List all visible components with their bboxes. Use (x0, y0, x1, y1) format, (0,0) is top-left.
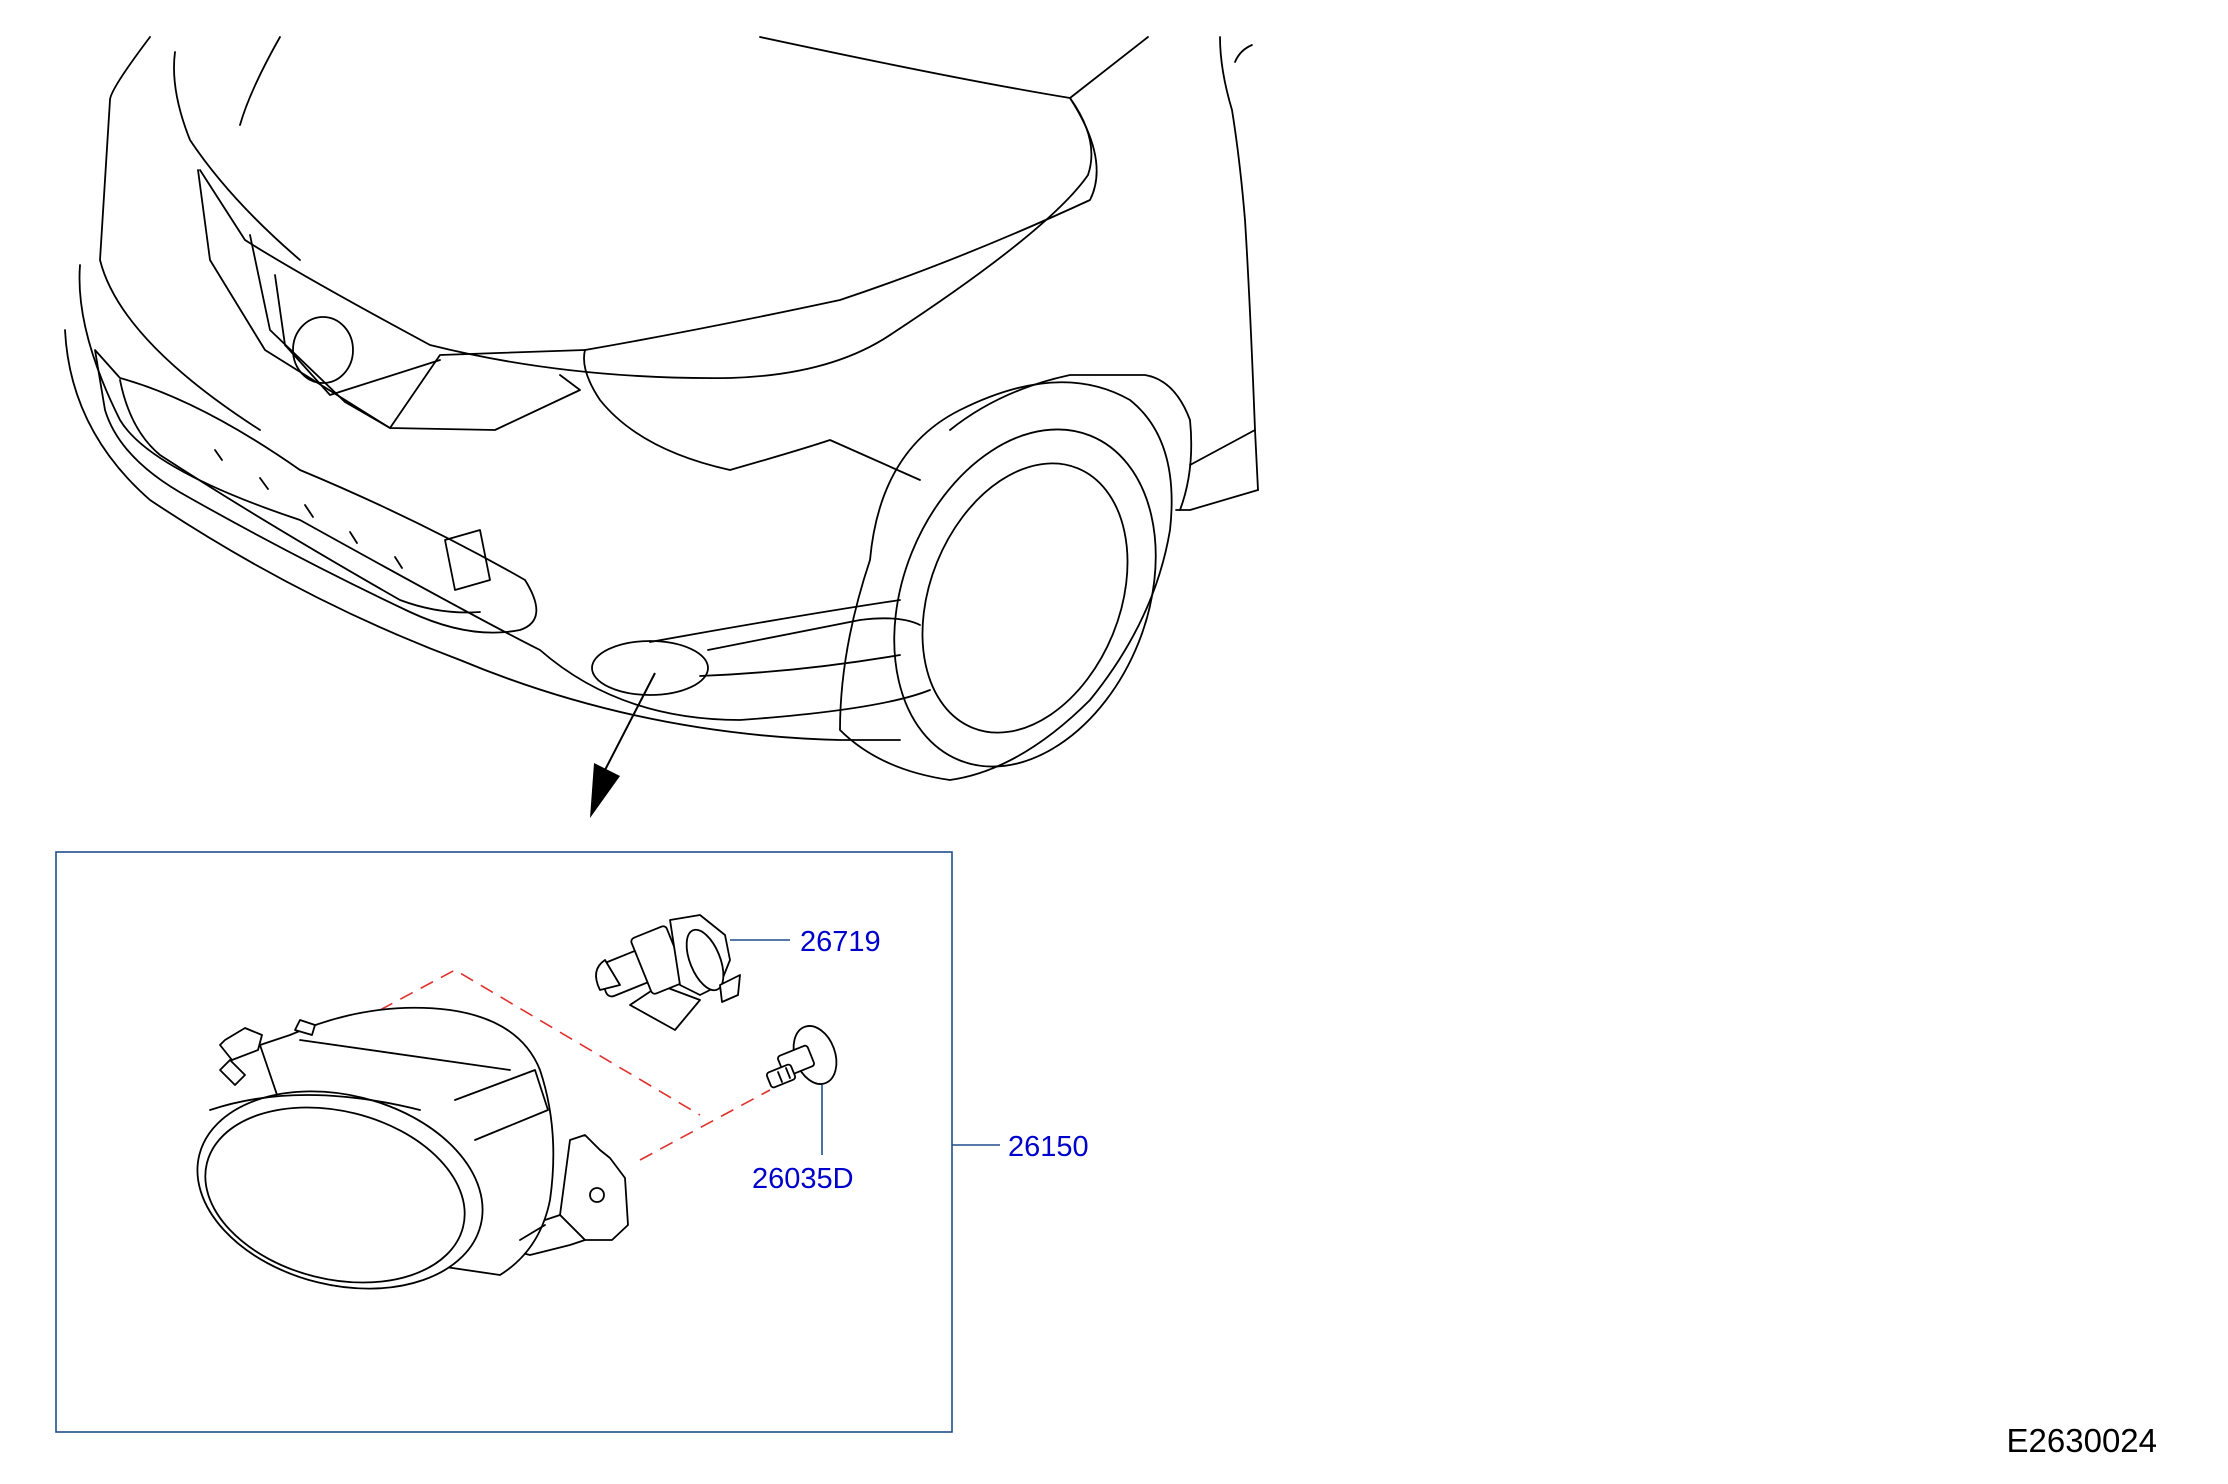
headlight-lens (292, 316, 354, 384)
bulb-part (595, 914, 741, 1031)
assembly-dash-lines (379, 969, 771, 1161)
part-number-lamp-assembly[interactable]: 26150 (1008, 1131, 1089, 1163)
car-front-illustration (64, 36, 1259, 781)
fog-lamp-lens (204, 1106, 466, 1284)
fog-lamp-assembly (196, 1006, 629, 1290)
part-number-bulb[interactable]: 26719 (800, 926, 881, 958)
wheel-tire (893, 428, 1157, 768)
wheel-rim (921, 462, 1129, 734)
wheel-arch (839, 381, 1173, 781)
callout-arrow (590, 672, 656, 818)
part-number-clip[interactable]: 26035D (752, 1163, 854, 1195)
clip-part (765, 1025, 838, 1089)
leader-lines (730, 939, 1000, 1155)
fog-light-recess (591, 640, 709, 696)
diagram-id: E2630024 (2007, 1422, 2157, 1459)
detail-frame (55, 851, 953, 1433)
